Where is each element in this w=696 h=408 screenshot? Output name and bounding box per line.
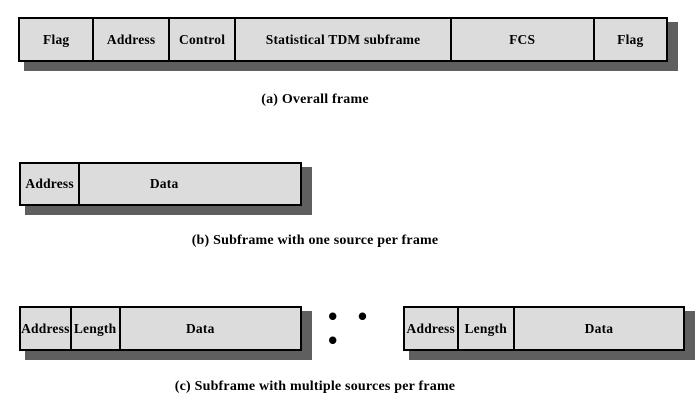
cell-address: Address	[405, 308, 459, 349]
cell-data: Data	[584, 320, 614, 336]
ellipsis-dots: • • •	[326, 304, 370, 353]
cell-data: Data	[185, 320, 215, 336]
cell-data: Data	[149, 176, 179, 191]
multi-source-subframe-box-left: Address Length Data	[19, 306, 302, 351]
multi-source-subframe-box-right: Address Length Data	[403, 306, 685, 351]
cell-stat-tdm-subframe: Statistical TDM subframe	[236, 19, 452, 60]
cell-address: Address	[21, 308, 72, 349]
cell-control: Control	[170, 19, 237, 60]
cell-length: Length	[72, 308, 121, 349]
caption-multi-source-subframe: (c) Subframe with multiple sources per f…	[174, 379, 456, 394]
cell-address: Address	[94, 19, 170, 60]
cell-fcs: FCS	[452, 19, 595, 60]
cell-flag-start: Flag	[20, 19, 95, 60]
one-source-subframe-box: Address Data	[19, 162, 302, 206]
cell-flag-end: Flag	[617, 31, 644, 47]
caption-overall-frame: (a) Overall frame	[261, 92, 369, 107]
cell-address: Address	[21, 164, 81, 204]
cell-length: Length	[459, 308, 515, 349]
overall-frame-box: Flag Address Control Statistical TDM sub…	[18, 17, 668, 62]
caption-one-source-subframe: (b) Subframe with one source per frame	[191, 233, 439, 248]
